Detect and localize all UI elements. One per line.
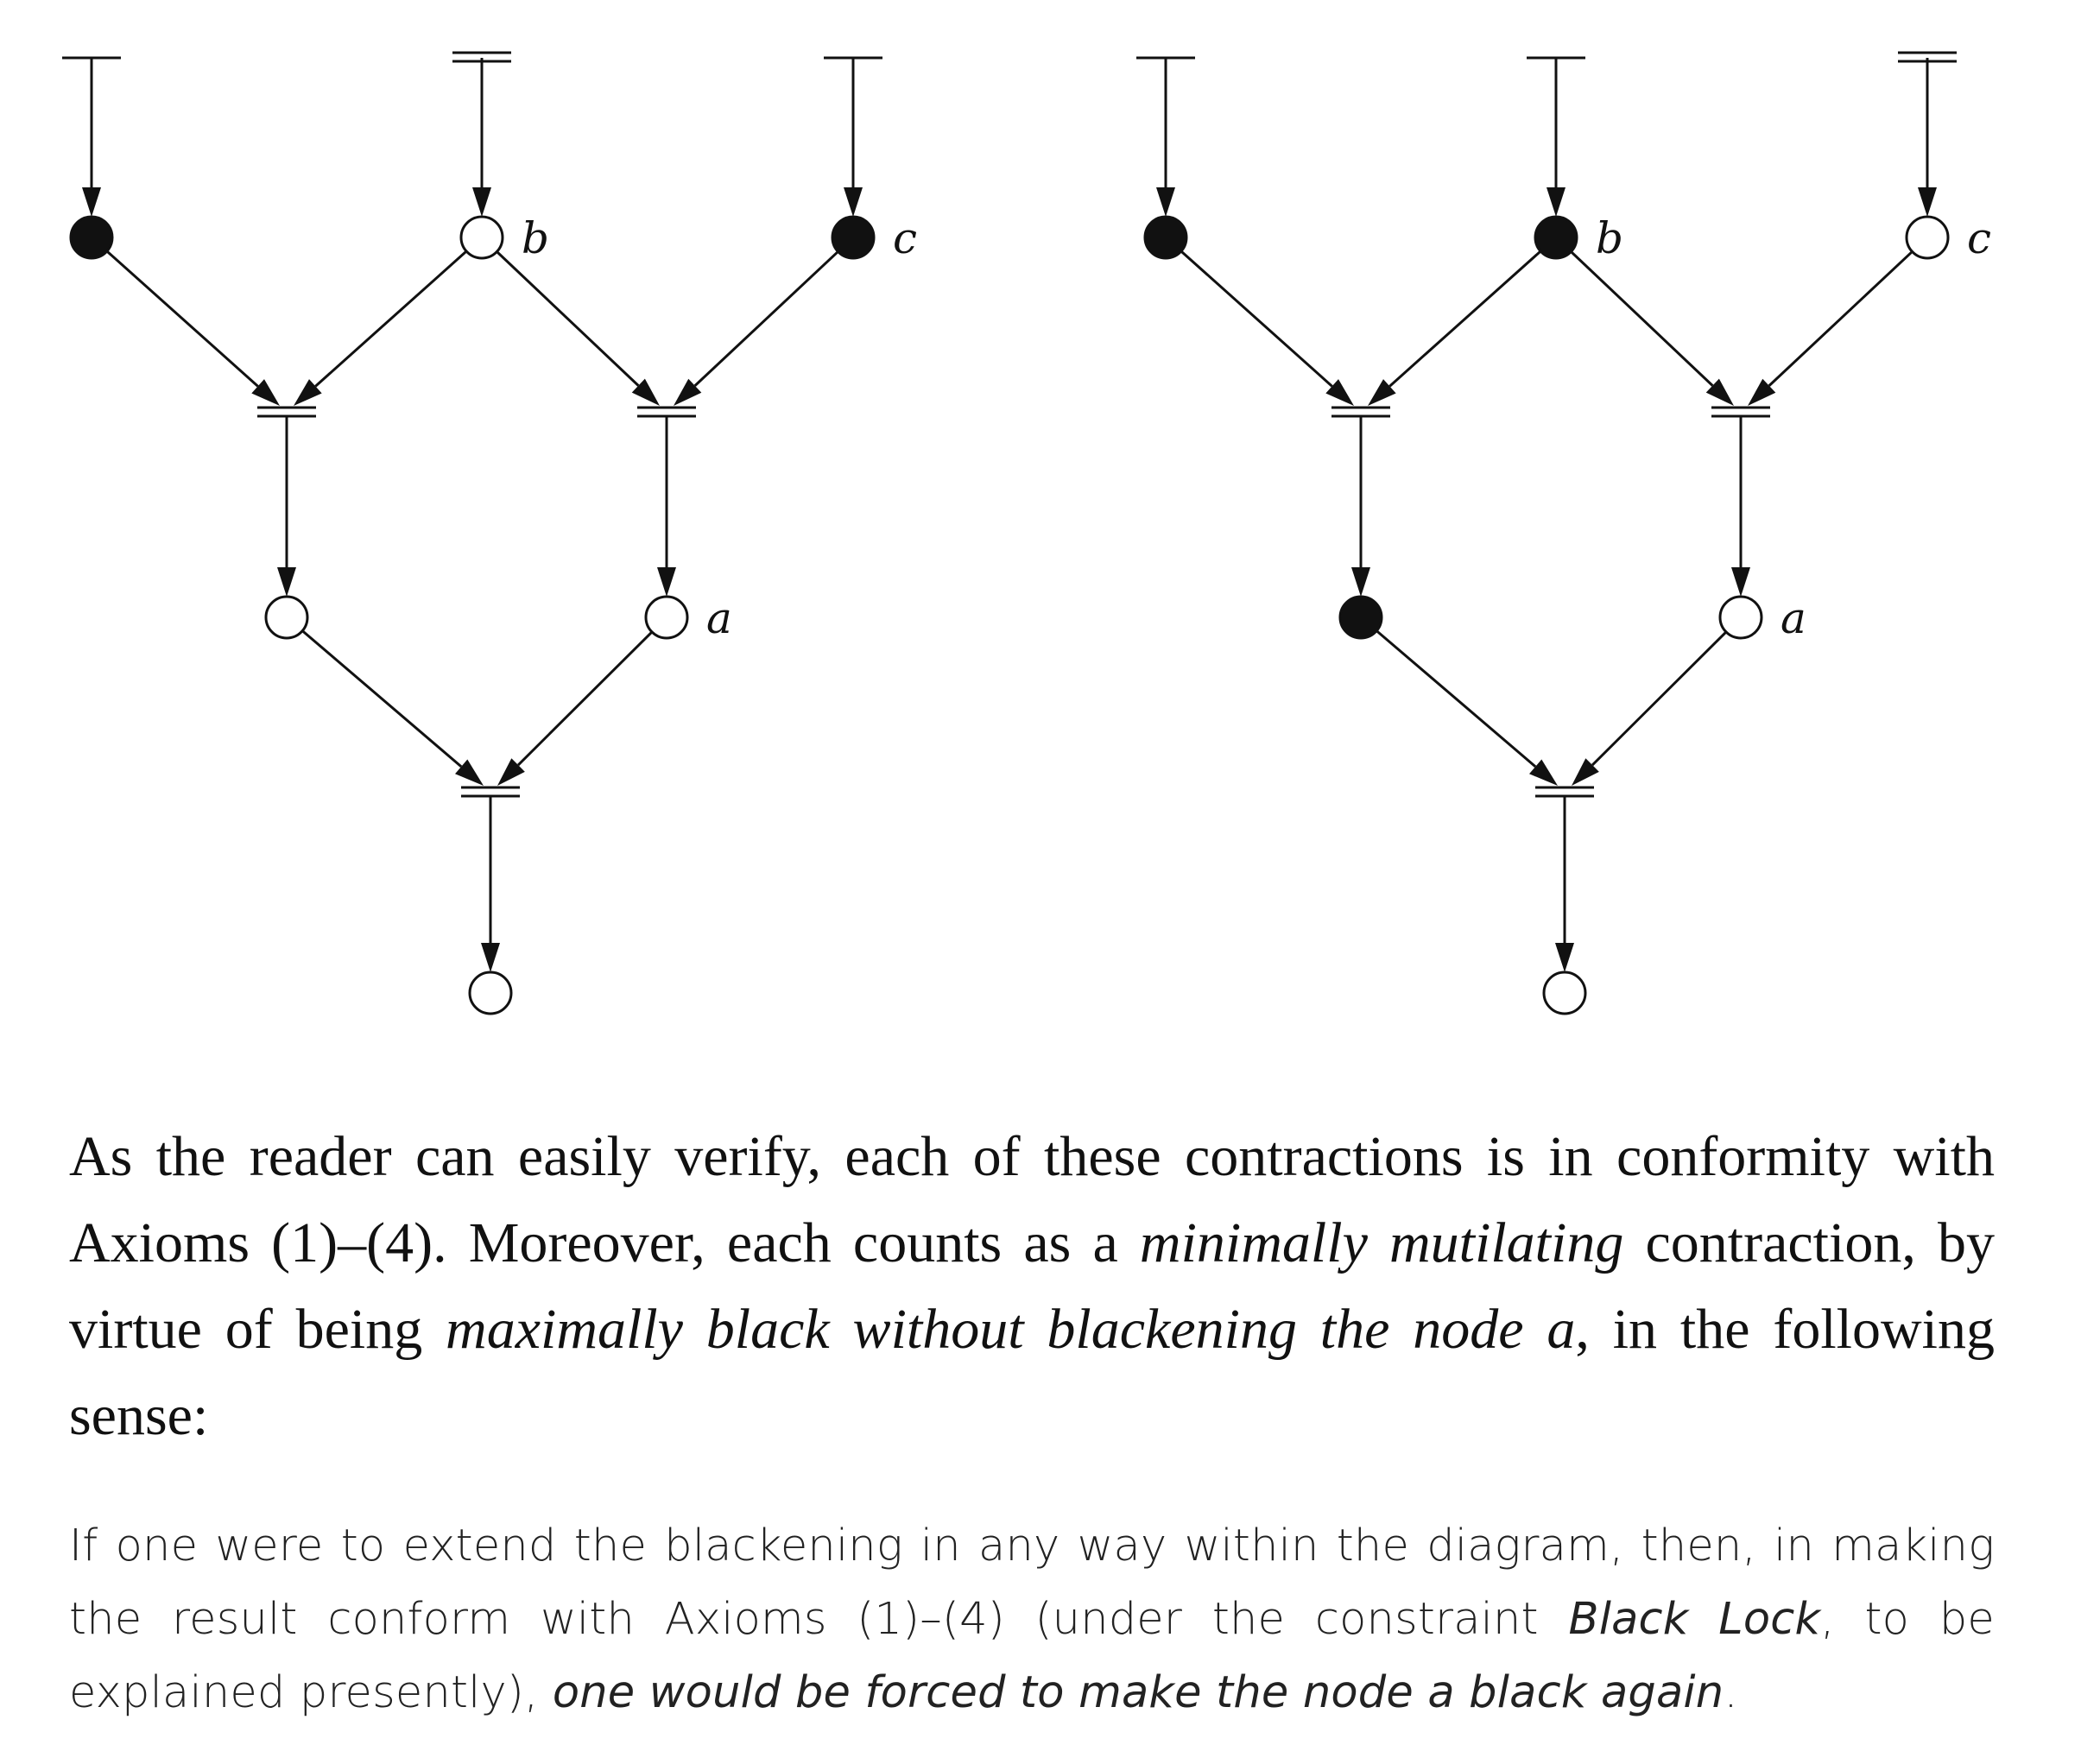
contraction-diagrams: b c a b c a [62,51,1991,1015]
initial-arrow-1-arrowhead [82,187,101,217]
quote-text-2: , to be explained presently), [69,1594,1996,1718]
edge-top1-join1-line [1180,250,1333,388]
initial-arrow-2-arrowhead [472,187,491,217]
node-top3 [1905,215,1950,260]
quote-paragraph: If one were to extend the blackening in … [69,1509,1995,1729]
node-top2 [1534,215,1578,260]
node-label-top2: b [1596,213,1623,263]
node-mid1 [264,595,309,640]
node-top1 [69,215,114,260]
edge-mid2-join3-arrowhead [497,758,525,786]
diagram-left: b c a [62,51,917,1015]
edge-mid2-join3-arrowhead [1572,758,1599,786]
body-text-2: contraction, by virtue of being [69,1211,1995,1361]
node-bottom [1542,970,1587,1015]
body-text-1: As the reader can easily verify, each of… [69,1125,1995,1274]
edge-top3-join2-arrowhead [1748,378,1776,406]
edge-top2-join1-line [1388,250,1542,388]
node-top3 [831,215,876,260]
diagram-right: b c a [1136,51,1991,1015]
body-text-3: , in the following sense: [69,1298,1995,1447]
node-mid1 [1338,595,1383,640]
edge-mid2-join3-line [1591,630,1728,767]
edge-join1-mid1-arrowhead [277,567,296,597]
node-label-mid2: a [1781,593,1806,643]
node-label-top3: c [1967,213,1991,263]
initial-arrow-3-arrowhead [844,187,863,217]
quote-text-3: . [1724,1667,1738,1718]
edge-join3-bottom-arrowhead [1555,943,1574,972]
edge-top2-join1-arrowhead [1368,379,1396,406]
initial-arrow-2-arrowhead [1547,187,1566,217]
emphasis-minimally-mutilating: minimally mutilating [1139,1211,1624,1274]
edge-mid1-join3-line [1376,629,1537,768]
edge-mid1-join3-arrowhead [455,759,484,786]
node-mid2 [644,595,689,640]
node-top2 [459,215,504,260]
node-bottom [468,970,513,1015]
node-label-mid2: a [706,593,732,643]
edge-mid1-join3-line [301,629,463,768]
edge-top2-join1-line [314,250,468,388]
edge-join3-bottom-arrowhead [481,943,500,972]
body-paragraph: As the reader can easily verify, each of… [69,1114,1995,1459]
emphasis-forced: one would be forced to make the node a b… [552,1667,1724,1718]
node-label-top3: c [893,213,917,263]
edge-top2-join2-arrowhead [1705,378,1734,406]
initial-arrow-3-arrowhead [1918,187,1937,217]
edge-mid2-join3-line [517,630,654,767]
edge-top2-join2-line [496,250,640,387]
edge-join2-mid2-arrowhead [657,567,676,597]
edge-top3-join2-arrowhead [674,378,702,406]
edge-top3-join2-line [693,250,839,387]
emphasis-black-lock: Black Lock [1568,1594,1821,1645]
edge-top1-join1-line [105,250,259,388]
edge-top2-join2-line [1570,250,1714,387]
edge-top2-join2-arrowhead [631,378,660,406]
edge-join2-mid2-arrowhead [1731,567,1750,597]
node-mid2 [1718,595,1763,640]
edge-top1-join1-arrowhead [1325,379,1354,406]
node-label-top2: b [522,213,549,263]
edge-top1-join1-arrowhead [251,379,280,406]
initial-arrow-1-arrowhead [1156,187,1175,217]
edge-top3-join2-line [1768,250,1913,387]
edge-mid1-join3-arrowhead [1529,759,1558,786]
edge-join1-mid1-arrowhead [1351,567,1370,597]
edge-top2-join1-arrowhead [294,379,322,406]
emphasis-maximally-black: maximally black without blackening the n… [446,1298,1576,1361]
quote-text-1: If one were to extend the blackening in … [69,1521,1995,1645]
node-top1 [1143,215,1188,260]
